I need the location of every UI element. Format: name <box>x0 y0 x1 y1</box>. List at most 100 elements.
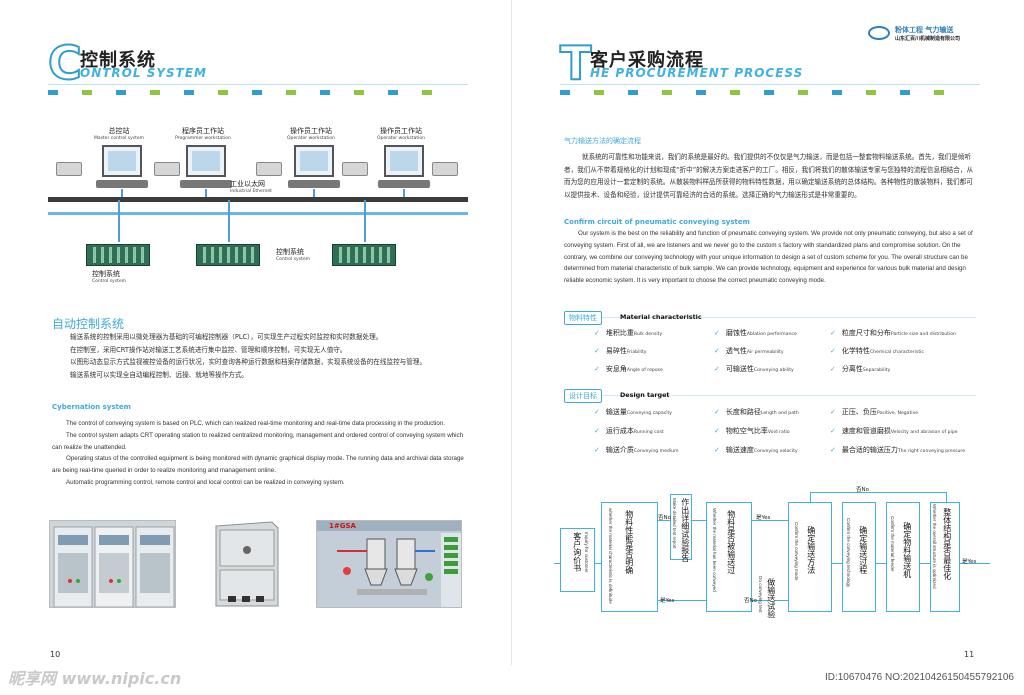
check-icon: ✓ <box>830 365 836 373</box>
flow-box-test-report <box>670 494 692 560</box>
cn-procurement-text: 就系统的可靠性和功能来说，我们的系统是最好的。我们提供的不仅仅是气力输送，而是包… <box>564 151 976 201</box>
printer-icon <box>342 162 368 176</box>
flow-arrow <box>595 563 601 564</box>
check-icon: ✓ <box>594 427 600 435</box>
flow-arrow <box>554 563 560 564</box>
flow-box-inquiry-en: Inquiry for customer <box>584 532 589 573</box>
watermark-id: ID:10670476 NO:20210426150455792106 <box>824 672 1014 683</box>
check-icon: ✓ <box>714 408 720 416</box>
header-divider <box>48 84 468 85</box>
flow-box-conveying-mode-cn: 确定输送方法 <box>806 526 816 574</box>
flow-box-test-report-en: Make detailed test report <box>672 498 677 549</box>
flow-box-optimized <box>930 502 960 612</box>
flow-box-inquiry <box>560 528 595 592</box>
material-item: ✓可输送性Conveying ability <box>714 365 794 373</box>
flow-arrow <box>920 563 930 564</box>
header-letter-t: T <box>559 36 592 90</box>
design-item: ✓长度和路径Length and path <box>714 408 799 416</box>
check-icon: ✓ <box>714 427 720 435</box>
cabinet-photo <box>208 520 284 608</box>
printer-icon <box>56 162 82 176</box>
connector <box>121 189 123 197</box>
flow-box-conveying-technology-cn: 确定输送过程 <box>858 526 868 574</box>
design-item: ✓最合适的输送压力The right conveying pressure <box>830 446 966 454</box>
flow-box-conveying-mode <box>788 502 832 612</box>
cn-paragraph: 输送系统的控制采用以微处理器为基础的可编程控制器（PLC），可实现生产过程实时监… <box>70 333 383 341</box>
footer-strip <box>0 665 1024 695</box>
check-icon: ✓ <box>594 446 600 454</box>
design-item: ✓速度和管道磨损Velocity and abrasion of pipe <box>830 427 958 435</box>
flow-arrow <box>876 563 886 564</box>
cn-description: 输送系统的控制采用以微处理器为基础的可编程控制器（PLC），可实现生产过程实时监… <box>52 331 464 381</box>
design-item: ✓正压、负压Positive, Negative <box>830 408 919 416</box>
header-decoration <box>560 90 968 95</box>
flow-arrow <box>960 563 990 564</box>
flow-box-optimized-en: Whether the overall structure is optimiz… <box>932 504 937 589</box>
design-item: ✓运行成本Running cost <box>594 427 664 435</box>
design-divider <box>564 395 976 396</box>
connector <box>364 200 366 242</box>
check-icon: ✓ <box>594 365 600 373</box>
material-item: ✓分离性Separability <box>830 365 891 373</box>
printer-icon <box>256 162 282 176</box>
en-description: The control of conveying system is based… <box>52 418 464 489</box>
hmi-screen-photo: 1#GSA <box>316 520 462 608</box>
flow-box-conveyed-before-en: Whether the material has been conveyed <box>712 508 717 592</box>
connector <box>118 200 120 242</box>
material-item: ✓透气性Air permeability <box>714 347 784 355</box>
flow-box-conveyed-before <box>706 502 752 612</box>
material-tag-en: Material characteristic <box>620 313 702 321</box>
flow-label-yes: 是Yes <box>756 515 771 521</box>
flow-box-conveyed-before-cn: 物料是否被输送过 <box>726 510 736 574</box>
flow-box-inquiry-cn: 客户询价书 <box>572 532 582 572</box>
watermark-logo: 昵享网 www.nipic.cn <box>8 669 182 688</box>
printer-icon <box>432 162 458 176</box>
cn-paragraph: 输送系统可以实现全自动编程控制、远操、就地等操作方式。 <box>70 370 249 379</box>
check-icon: ✓ <box>830 427 836 435</box>
material-item: ✓安息角Angle of repose <box>594 365 663 373</box>
design-item: ✓输送介质Conveying medium <box>594 446 679 454</box>
material-item: ✓化学特性Chemical characteristic <box>830 347 924 355</box>
page-title-procurement: 客户采购流程 <box>590 50 704 71</box>
section-title-auto-control: 自动控制系统 <box>52 317 125 331</box>
operator-workstation-icon <box>376 145 432 189</box>
design-tag: 设计目标 <box>564 389 602 403</box>
control-bus <box>48 212 468 215</box>
check-icon: ✓ <box>714 365 720 373</box>
control-cabinet-photo <box>49 520 176 608</box>
flow-arrow <box>692 520 706 521</box>
page-spine <box>511 0 512 665</box>
flow-box-test-report-cn: 作出详细试验报告 <box>680 498 690 562</box>
flow-arrow <box>946 492 947 502</box>
flow-box-optimized-cn: 整体结构是否最佳化 <box>942 508 952 580</box>
check-icon: ✓ <box>594 408 600 416</box>
flow-box-material-definite <box>601 502 658 612</box>
check-icon: ✓ <box>830 329 836 337</box>
design-item: ✓输送量Conveying capacity <box>594 408 673 416</box>
operator-workstation-icon <box>286 145 342 189</box>
cn-paragraph: 在控制室，采用CRT操作站对输送工艺系统进行集中监控、管理和顺序控制，可实现无人… <box>70 345 347 354</box>
material-item: ✓堆积比重Bulk density <box>594 329 663 337</box>
flow-arrow <box>752 520 788 521</box>
flow-box-conveying-mode-en: Confirm the conveying mode <box>794 522 799 581</box>
logo-company-name: 山东汇百川机械制造有限公司 <box>895 36 961 42</box>
en-paragraph: Our system is the best on the reliabilit… <box>564 230 973 285</box>
cn-paragraph: 就系统的可靠性和功能来说，我们的系统是最好的。我们提供的不仅仅是气力输送，而是包… <box>564 153 974 199</box>
page-number-right: 11 <box>964 650 975 659</box>
flow-box-material-definite-cn: 物料性能是否明确 <box>624 510 634 574</box>
flow-arrow <box>810 492 946 493</box>
logo-slogan: 粉体工程 气力输送 <box>895 26 954 34</box>
check-icon: ✓ <box>714 347 720 355</box>
flow-box-conveying-technology <box>842 502 876 612</box>
header-divider <box>560 84 980 85</box>
flow-arrow <box>658 600 706 601</box>
flow-arrow <box>658 520 670 521</box>
printer-icon <box>154 162 180 176</box>
section-title-confirm-en: Confirm circuit of pneumatic conveying s… <box>564 218 750 226</box>
en-procurement-text: Our system is the best on the reliabilit… <box>564 228 976 287</box>
hmi-title: 1#GSA <box>329 522 356 530</box>
en-paragraph: Operating status of the controlled equip… <box>52 455 464 475</box>
